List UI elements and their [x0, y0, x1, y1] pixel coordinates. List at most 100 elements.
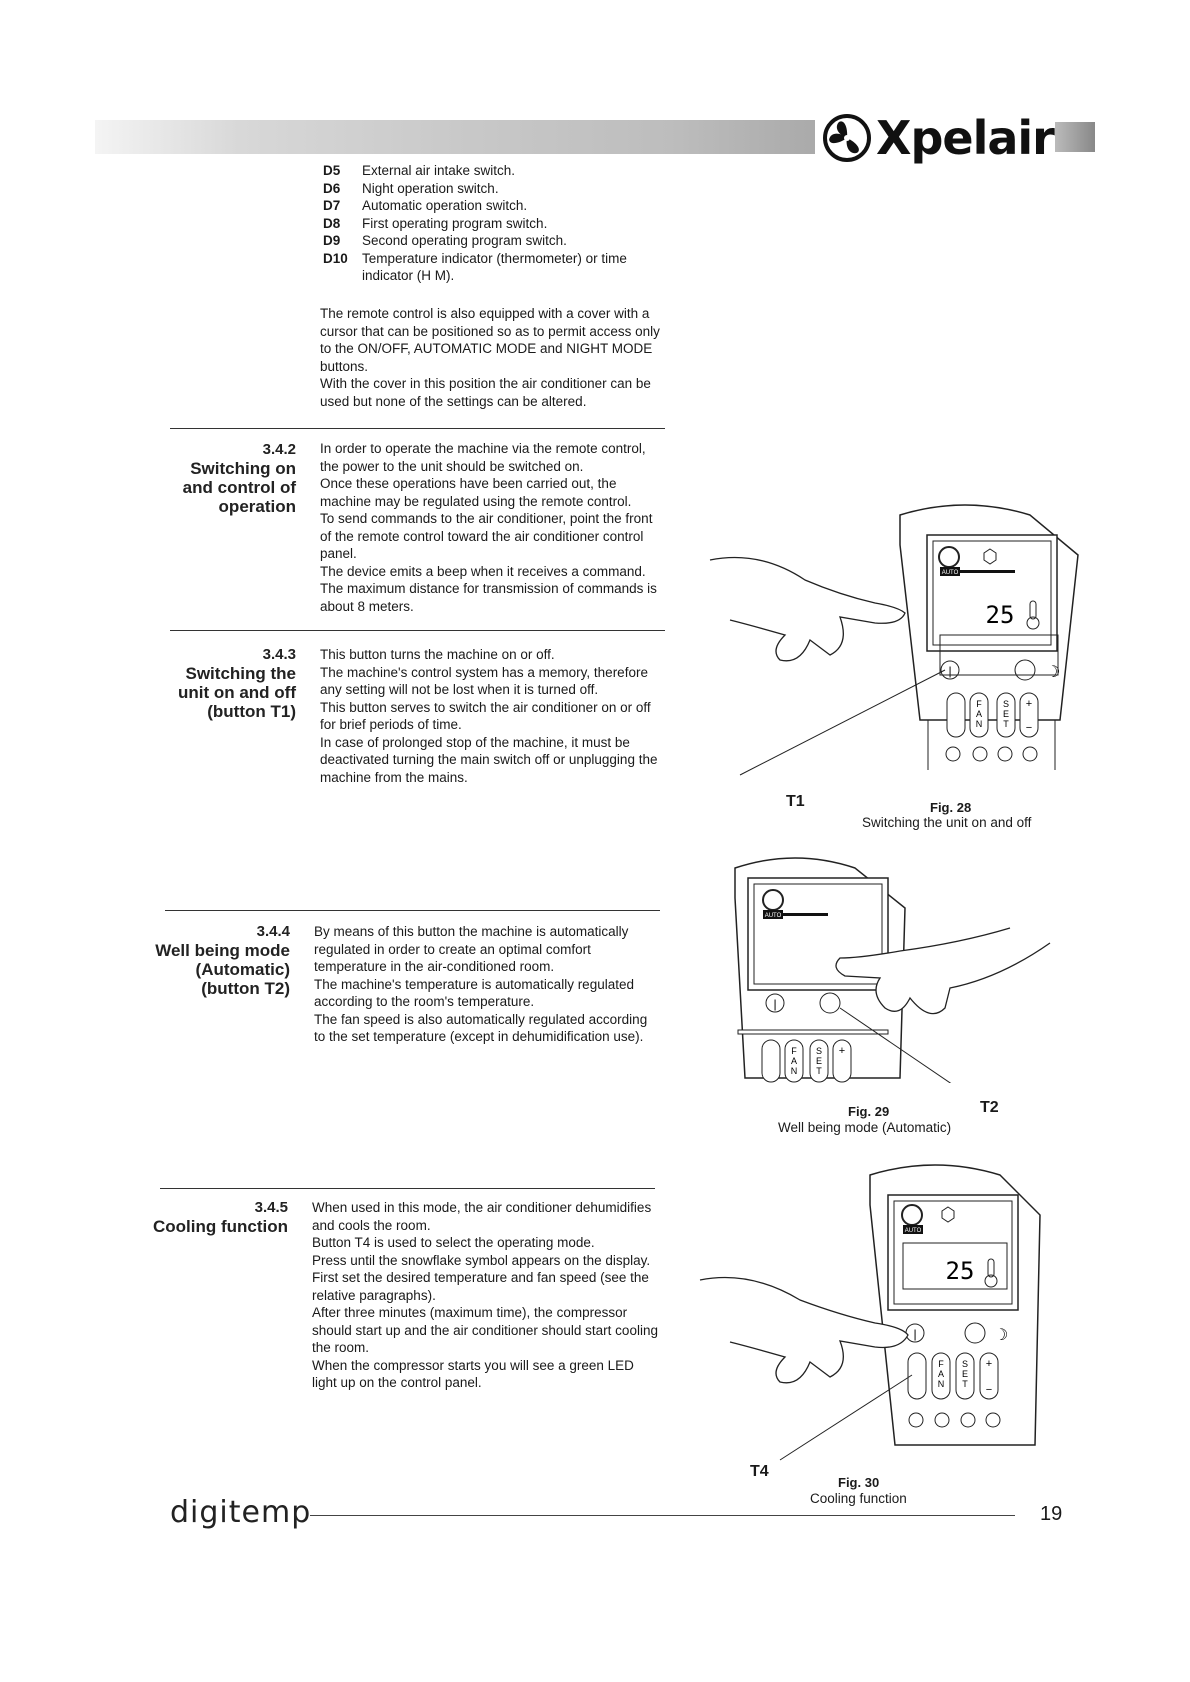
- section-title-line: Switching the: [185, 664, 297, 683]
- section-body-3-4-4: By means of this button the machine is a…: [314, 923, 662, 1046]
- night-moon-icon: ☽: [1046, 662, 1060, 681]
- section-rule: [165, 910, 660, 911]
- paragraph: Press until the snowflake symbol appears…: [312, 1252, 651, 1268]
- paragraph: With the cover in this position the air …: [320, 376, 651, 409]
- section-title-line: (button T2): [201, 979, 290, 998]
- section-title-line: Well being mode: [155, 941, 290, 960]
- svg-text:E: E: [816, 1056, 822, 1066]
- d-text: Night operation switch.: [362, 180, 499, 196]
- d-text: Automatic operation switch.: [362, 198, 528, 213]
- section-body-3-4-2: In order to operate the machine via the …: [320, 440, 665, 615]
- section-number: 3.4.4: [256, 923, 290, 940]
- mode-button-t4[interactable]: [907, 1352, 927, 1400]
- remote-control-illustration-fig30: AUTO 25 | ☽ F A N S E T + −: [699, 1164, 1041, 1461]
- brand-name: Xpelair: [876, 111, 1055, 165]
- svg-text:|: |: [913, 1327, 916, 1341]
- fan-mode-icon: [901, 1204, 923, 1226]
- button-cluster: F A N S E T + −: [946, 692, 1039, 738]
- section-rule: [160, 1188, 655, 1189]
- button-cluster: F A N S E T +: [761, 1039, 852, 1083]
- figure-number: Fig. 29: [848, 1104, 890, 1119]
- section-rule: [170, 630, 665, 631]
- paragraph: The maximum distance for transmission of…: [320, 581, 657, 614]
- display-mode-label: AUTO: [942, 570, 959, 576]
- svg-text:−: −: [1026, 722, 1032, 734]
- snowflake-icon: [941, 1206, 955, 1223]
- section-number: 3.4.2: [262, 441, 296, 458]
- d-code: D7: [323, 198, 341, 213]
- paragraph: When the compressor starts you will see …: [312, 1357, 634, 1391]
- figure-caption: Switching the unit on and off: [862, 815, 1032, 830]
- section-title-line: Switching on: [190, 459, 296, 478]
- remote-control-illustration-fig28: AUTO 25 | ☽ F A N S E T + −: [709, 504, 1079, 776]
- svg-text:T: T: [816, 1066, 822, 1076]
- svg-text:|: |: [948, 664, 951, 678]
- d-code: D10: [323, 250, 348, 266]
- svg-text:T: T: [1003, 719, 1009, 729]
- thermometer-icon: [984, 1258, 998, 1288]
- footer-brand: digitemp: [170, 1495, 312, 1530]
- paragraph: By means of this button the machine is a…: [314, 924, 629, 974]
- fan-mode-icon: [938, 546, 960, 568]
- paragraph: First set the desired temperature and fa…: [312, 1270, 649, 1303]
- fan-logo-icon: [823, 114, 871, 162]
- snowflake-icon: [983, 548, 997, 565]
- remote-control-illustration-fig29: AUTO | F A N S E T +: [734, 857, 1051, 1083]
- svg-text:F: F: [976, 699, 982, 709]
- page-number: 19: [1040, 1503, 1063, 1525]
- smiley-button-t2[interactable]: [819, 992, 841, 1014]
- svg-text:−: −: [986, 1384, 992, 1396]
- brand-logo: Xpelair: [822, 108, 1055, 168]
- cover-paragraph: The remote control is also equipped with…: [320, 305, 665, 410]
- header-band-right: [1055, 122, 1095, 152]
- figure-number: Fig. 30: [838, 1475, 880, 1490]
- svg-text:S: S: [962, 1359, 968, 1369]
- button-cluster: F A N S E T + −: [907, 1352, 999, 1400]
- bottom-button-row: [945, 746, 1038, 762]
- svg-text:A: A: [938, 1369, 944, 1379]
- figure-number: Fig. 28: [930, 800, 972, 815]
- header-band: [95, 120, 815, 154]
- display-mode-label: AUTO: [905, 1228, 922, 1234]
- figure-caption: Well being mode (Automatic): [778, 1120, 952, 1135]
- svg-text:+: +: [986, 1358, 992, 1370]
- footer-rule: [310, 1515, 1015, 1516]
- paragraph: After three minutes (maximum time), the …: [312, 1305, 658, 1355]
- paragraph: In case of prolonged stop of the machine…: [320, 734, 658, 785]
- paragraph: In order to operate the machine via the …: [320, 441, 646, 474]
- callout-t2: T2: [980, 1099, 999, 1116]
- svg-text:S: S: [816, 1046, 822, 1056]
- d-code: D6: [323, 180, 341, 196]
- svg-text:+: +: [839, 1045, 845, 1057]
- hand-drawing: [835, 927, 1051, 1015]
- hand-drawing: [699, 1276, 909, 1384]
- figure-caption: Cooling function: [810, 1491, 907, 1506]
- section-body-3-4-5: When used in this mode, the air conditio…: [312, 1199, 660, 1392]
- svg-text:+: +: [1026, 698, 1032, 710]
- section-heading-3-4-5: 3.4.5 Cooling function: [130, 1198, 288, 1236]
- hand-drawing: [709, 556, 906, 662]
- paragraph: This button turns the machine on or off.: [320, 647, 555, 662]
- section-title-line: Cooling function: [152, 1217, 288, 1236]
- section-title-line: (button T1): [207, 702, 296, 721]
- section-title-line: and control of: [182, 478, 296, 497]
- d-code: D8: [323, 215, 341, 231]
- paragraph: The machine's temperature is automatical…: [314, 976, 634, 1010]
- d-code: D9: [323, 233, 341, 248]
- power-button[interactable]: [765, 993, 785, 1013]
- d-text: External air intake switch.: [362, 163, 516, 178]
- svg-text:T: T: [962, 1379, 968, 1389]
- paragraph: The machine's control system has a memor…: [320, 664, 648, 698]
- smiley-button[interactable]: [964, 1322, 986, 1344]
- section-title-line: operation: [218, 497, 296, 516]
- callout-t4: T4: [750, 1463, 769, 1480]
- display-temperature: 25: [986, 601, 1015, 629]
- section-heading-3-4-4: 3.4.4 Well being mode (Automatic) (butto…: [140, 922, 290, 998]
- svg-text:N: N: [791, 1066, 798, 1076]
- d-text: First operating program switch.: [362, 215, 548, 231]
- section-heading-3-4-2: 3.4.2 Switching on and control of operat…: [150, 440, 296, 516]
- smiley-button[interactable]: [1014, 659, 1036, 681]
- svg-text:F: F: [938, 1359, 944, 1369]
- section-number: 3.4.5: [254, 1199, 288, 1216]
